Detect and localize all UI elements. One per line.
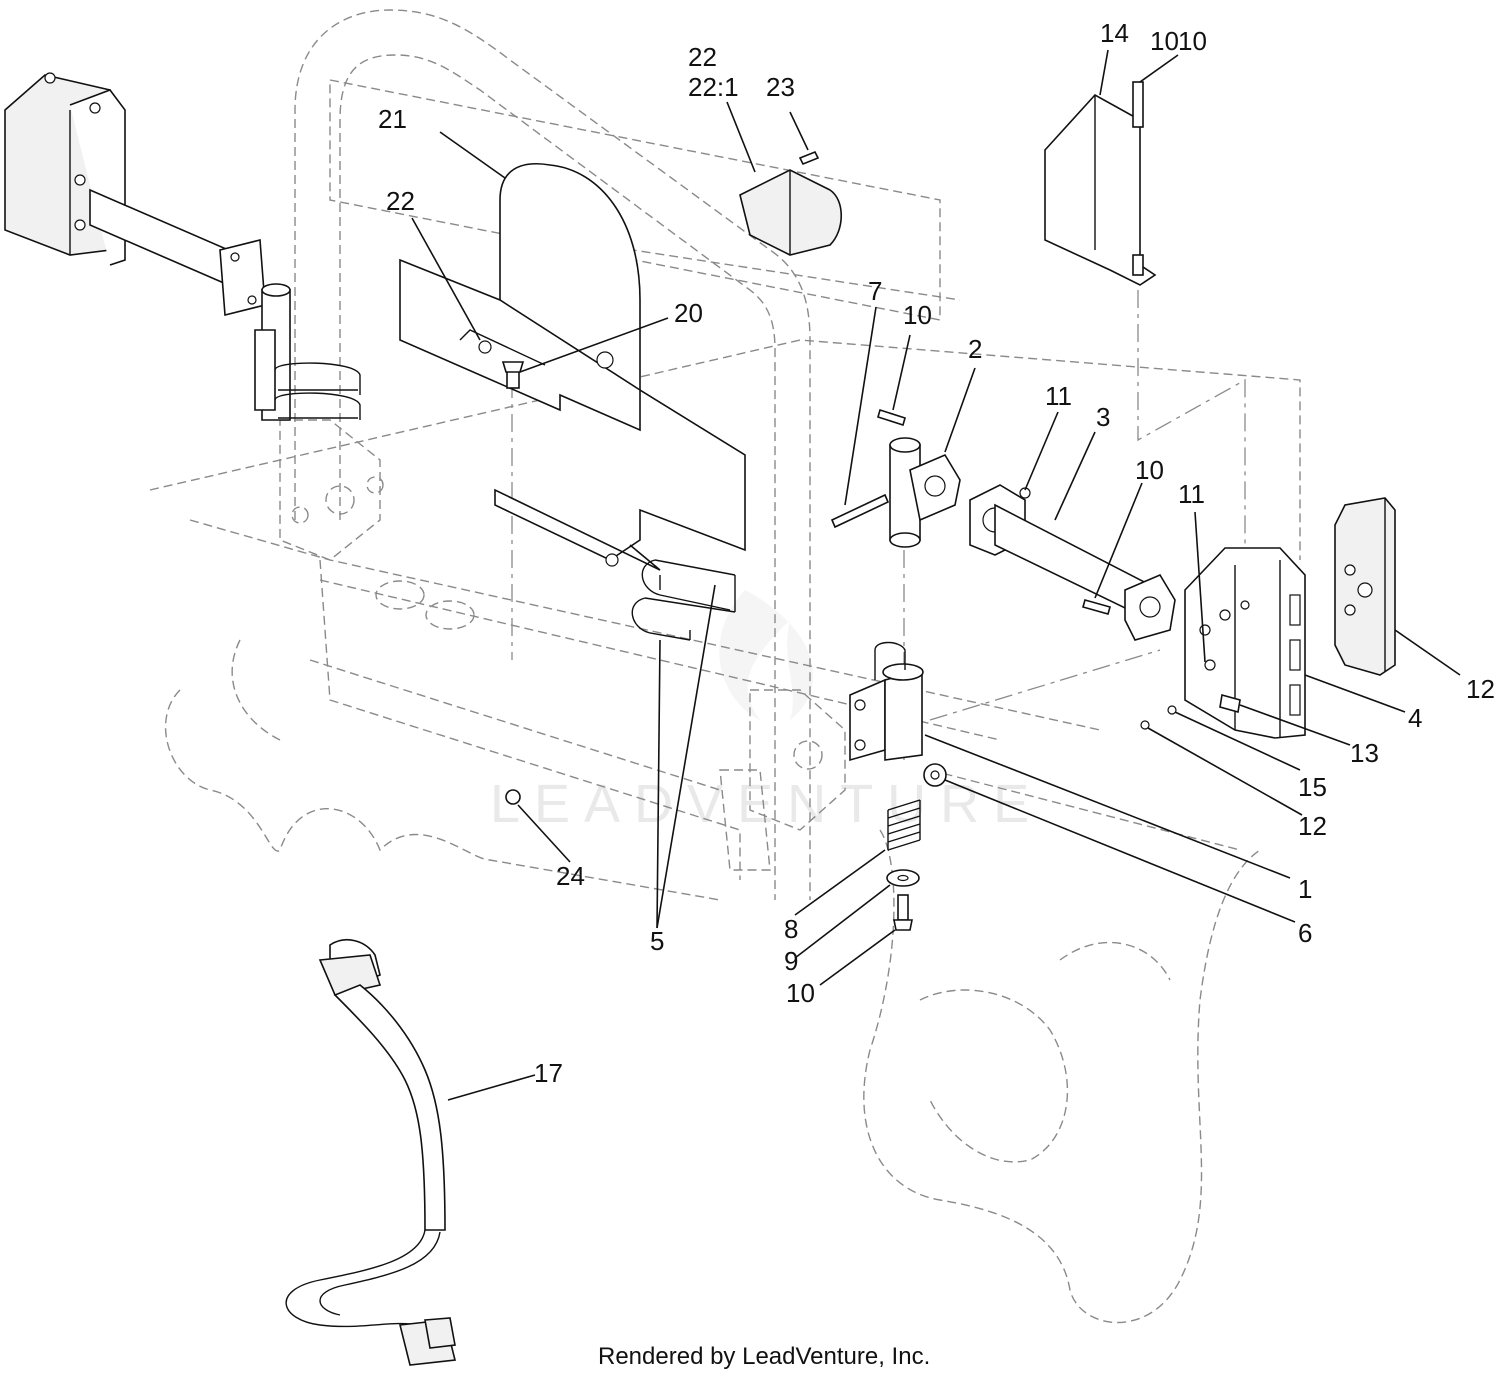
callout-label: 12 [1298, 811, 1327, 841]
watermark-logo-icon [719, 590, 814, 720]
part-10-bolt [893, 894, 913, 931]
callout-label: 22:1 [688, 72, 739, 102]
callout-label: 22 [386, 186, 415, 216]
watermark: LEADVENTURE [490, 590, 1043, 834]
callout-label: 11 [1045, 381, 1072, 411]
small-fasteners [1140, 693, 1241, 730]
callout-label: 6 [1298, 918, 1312, 948]
part-3-tube [969, 484, 1176, 641]
callout-label: 22 [688, 42, 717, 72]
part-6-nut [923, 763, 947, 787]
callout-label: 11 [1178, 479, 1205, 509]
part-1-hinge [849, 641, 924, 762]
part-12-light [1334, 497, 1396, 676]
callout-label: 4 [1408, 703, 1422, 733]
callout-label: 21 [378, 104, 407, 134]
callout-label: 7 [868, 276, 882, 306]
part-9-washer [886, 869, 920, 887]
part-24-nut [505, 789, 521, 805]
part-17-harness [285, 939, 456, 1366]
callout-label: 10 [1135, 455, 1164, 485]
part-21-panel [399, 163, 746, 571]
callout-label: 10 [1150, 26, 1179, 56]
part-2-pivot [889, 437, 961, 548]
callout-label: 8 [784, 914, 798, 944]
left-light-assembly [4, 72, 361, 421]
watermark-text: LEADVENTURE [490, 774, 1043, 834]
part-7-pin [830, 408, 906, 529]
callout-label: 5 [650, 926, 664, 956]
callout-label: 23 [766, 72, 795, 102]
callout-label: 3 [1096, 402, 1110, 432]
callout-label: 14 [1100, 18, 1129, 48]
callout-label: 12 [1466, 674, 1495, 704]
callout-label: 17 [534, 1058, 563, 1088]
callout-label: 10 [903, 300, 932, 330]
callout-label: 15 [1298, 772, 1327, 802]
callout-label: 20 [674, 298, 703, 328]
callout-label: 10 [786, 978, 815, 1008]
callout-label: 10 [1178, 26, 1207, 56]
part-14-bracket [1044, 81, 1157, 286]
part-8-spring [887, 799, 921, 851]
callout-label: 2 [968, 334, 982, 364]
leader-lines [411, 49, 1461, 1101]
footer-credit: Rendered by LeadVenture, Inc. [598, 1343, 930, 1370]
callout-label: 1 [1298, 874, 1312, 904]
callout-label: 13 [1350, 738, 1379, 768]
callout-labels: 1 2 3 4 5 6 7 8 9 10 10 10 10 10 11 11 1… [378, 18, 1495, 1088]
part-22-cap [739, 150, 842, 256]
callout-label: 9 [784, 946, 798, 976]
part-5-u-bolts [631, 559, 736, 641]
callout-label: 24 [556, 861, 585, 891]
